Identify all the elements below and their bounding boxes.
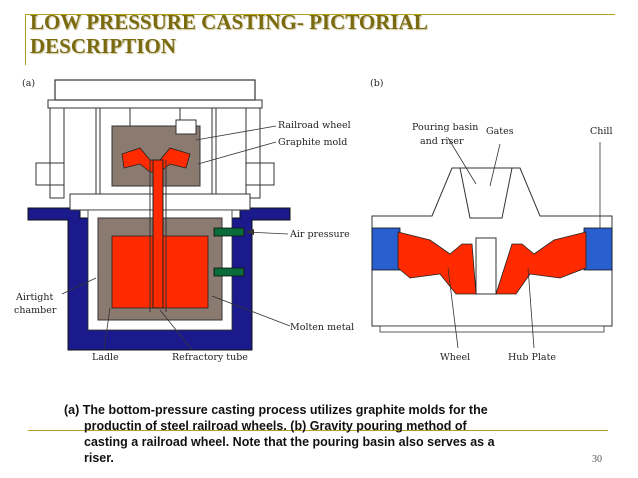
figure-b: (b) Pouring basin and riser Gates Chill …	[370, 78, 613, 363]
figure-a-panel-label: (a)	[22, 78, 35, 89]
chill-right	[583, 227, 613, 271]
label-molten-metal: Molten metal	[290, 322, 354, 333]
label-air-pressure: Air pressure	[289, 229, 350, 240]
chill-left	[371, 227, 401, 271]
figure-a-leaders	[61, 125, 291, 351]
page-number: 30	[592, 454, 602, 465]
press-top-frame	[54, 79, 256, 101]
refractory-tube	[152, 159, 164, 309]
label-gates: Gates	[486, 126, 514, 137]
figure-b-leaders	[447, 137, 601, 349]
label-pouring-basin-1: Pouring basin	[412, 122, 478, 133]
slide-title-line2: DESCRIPTION	[30, 34, 176, 58]
title-rule-left	[25, 15, 26, 65]
slide-title: LOW PRESSURE CASTING- PICTORIAL DESCRIPT…	[30, 10, 428, 58]
air-inlet-lower	[213, 267, 245, 277]
label-refractory-tube: Refractory tube	[172, 352, 248, 363]
right-column	[245, 107, 261, 199]
caption-line3: casting a railroad wheel. Note that the …	[84, 435, 495, 449]
wheel-casting-left	[397, 231, 477, 295]
title-rule-top	[25, 14, 615, 15]
label-graphite-mold: Graphite mold	[278, 137, 347, 148]
figure-b-panel-label: (b)	[370, 78, 384, 89]
label-chill: Chill	[590, 126, 613, 137]
bottom-rule	[28, 430, 608, 431]
label-pouring-basin-2: and riser	[420, 136, 464, 147]
label-railroad-wheel: Railroad wheel	[278, 120, 351, 131]
pouring-basin	[459, 167, 513, 219]
figure-a: (a)	[14, 78, 354, 363]
label-hub-plate: Hub Plate	[508, 352, 556, 363]
caption-line4: riser.	[84, 451, 114, 465]
label-airtight-chamber-2: chamber	[14, 305, 57, 316]
graphite-mold	[111, 125, 201, 187]
label-ladle: Ladle	[92, 352, 119, 363]
wheel-casting-right	[495, 231, 587, 295]
casting-diagram: (a)	[14, 78, 613, 363]
caption-line1: (a) The bottom-pressure casting process …	[64, 403, 488, 417]
label-airtight-chamber-1: Airtight	[15, 292, 53, 303]
caption-line2: productin of steel railroad wheels. (b) …	[84, 419, 467, 433]
air-inlet-upper	[213, 227, 245, 237]
left-column	[49, 107, 65, 199]
label-wheel: Wheel	[440, 352, 470, 363]
figure-caption: (a) The bottom-pressure casting process …	[64, 402, 564, 466]
slide-title-line1: LOW PRESSURE CASTING- PICTORIAL	[30, 10, 428, 34]
